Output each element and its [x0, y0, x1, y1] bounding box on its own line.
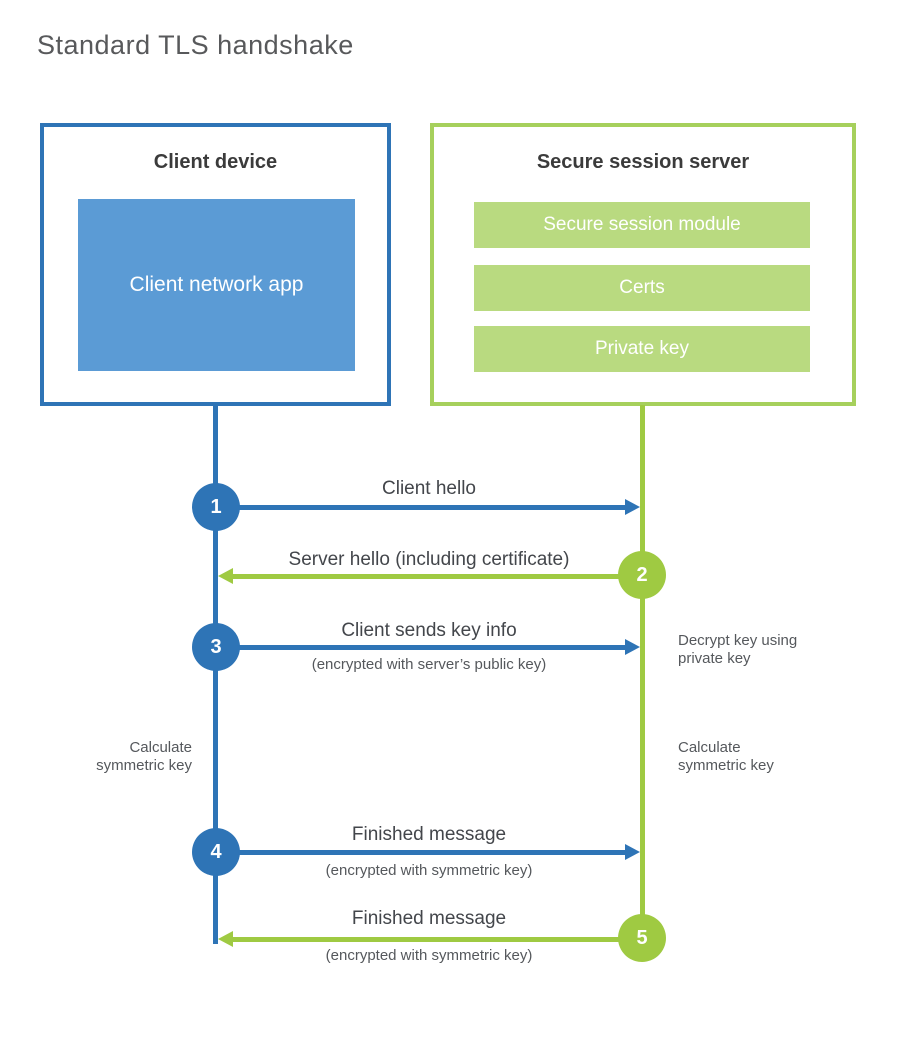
message-1-label: Client hello — [382, 478, 476, 499]
certs-label: Certs — [619, 277, 665, 298]
step-3-badge: 3 — [192, 623, 240, 671]
message-3-arrow — [238, 645, 626, 650]
private-key-box: Private key — [474, 326, 810, 372]
client-network-app-box: Client network app — [78, 199, 355, 371]
step-5-badge: 5 — [618, 914, 666, 962]
secure-session-server-title: Secure session server — [536, 151, 750, 173]
message-5-label: Finished message — [351, 908, 507, 929]
message-3-label: Client sends key info — [341, 620, 517, 641]
certs-box: Certs — [474, 265, 810, 311]
message-4-sublabel: (encrypted with symmetric key) — [325, 862, 533, 879]
server-lifeline — [640, 405, 645, 938]
message-4-arrow — [238, 850, 626, 855]
secure-session-server-box: Secure session server Secure session mod… — [430, 123, 856, 406]
page-title: Standard TLS handshake — [37, 30, 354, 60]
message-5-sublabel: (encrypted with symmetric key) — [325, 947, 533, 964]
message-3-arrowhead-right-icon — [625, 639, 640, 655]
client-device-title: Client device — [153, 151, 278, 173]
message-2-arrowhead-left-icon — [218, 568, 233, 584]
step-4-badge: 4 — [192, 828, 240, 876]
private-key-label: Private key — [595, 338, 689, 359]
client-network-app-label: Client network app — [129, 272, 304, 296]
client-lifeline — [213, 405, 218, 944]
message-4-label: Finished message — [351, 824, 507, 845]
message-5-arrow — [231, 937, 620, 942]
message-4-arrowhead-right-icon — [625, 844, 640, 860]
step-1-badge: 1 — [192, 483, 240, 531]
message-1-arrow — [238, 505, 626, 510]
decrypt-key-note: Decrypt key using private key — [678, 632, 798, 667]
message-5-arrowhead-left-icon — [218, 931, 233, 947]
message-2-label: Server hello (including certificate) — [288, 549, 570, 570]
message-3-sublabel: (encrypted with server’s public key) — [311, 656, 547, 673]
secure-session-module-box: Secure session module — [474, 202, 810, 248]
client-device-box: Client device Client network app — [40, 123, 391, 406]
message-2-arrow — [231, 574, 620, 579]
calculate-symmetric-key-note-server: Calculate symmetric key — [678, 739, 774, 774]
message-1-arrowhead-right-icon — [625, 499, 640, 515]
calculate-symmetric-key-note-client: Calculate symmetric key — [96, 739, 192, 774]
step-2-badge: 2 — [618, 551, 666, 599]
secure-session-module-label: Secure session module — [543, 214, 741, 235]
